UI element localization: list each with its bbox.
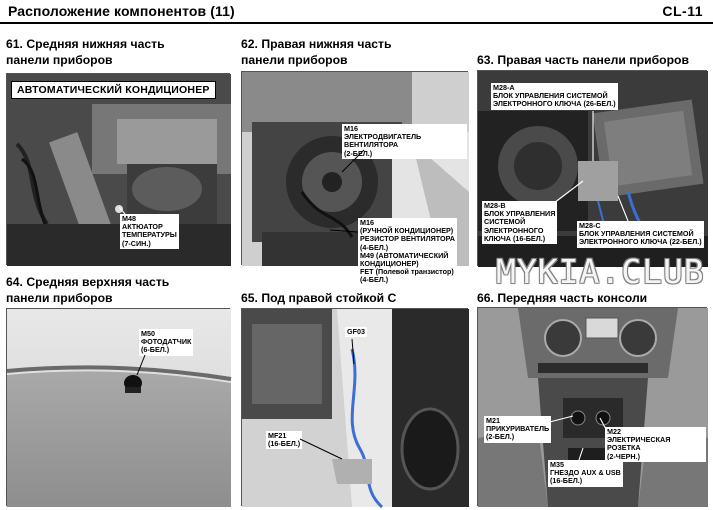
panel-65-photo: GF03 MF21 (16-БЕЛ.) xyxy=(241,308,469,509)
callout-m21: M21 ПРИКУРИВАТЕЛЬ (2-БЕЛ.) xyxy=(484,416,552,443)
callout-m28c: M28-C БЛОК УПРАВЛЕНИЯ СИСТЕМОЙ ЭЛЕКТРОНН… xyxy=(577,221,704,248)
callout-m16-motor: M16 ЭЛЕКТРОДВИГАТЕЛЬ ВЕНТИЛЯТОРА (2-БЕЛ.… xyxy=(342,124,467,159)
page-code: CL-11 xyxy=(662,3,703,19)
callout-m50: M50 ФОТОДАТЧИК (6-БЕЛ.) xyxy=(139,329,194,356)
page-title: Расположение компонентов (11) xyxy=(8,3,235,19)
panel-66-title: 66. Передняя часть консоли xyxy=(477,291,648,305)
panel-66-photo: M21 ПРИКУРИВАТЕЛЬ (2-БЕЛ.) M22 ЭЛЕКТРИЧЕ… xyxy=(477,307,708,507)
callout-m16-resistor: M16 (РУЧНОЙ КОНДИЦИОНЕР) РЕЗИСТОР ВЕНТИЛ… xyxy=(358,218,457,286)
panel-63: 63. Правая часть панели приборов M28-A Б… xyxy=(477,36,708,268)
callout-m48: M48 АКТЮАТОР ТЕМПЕРАТУРЫ (7-СИН.) xyxy=(120,214,179,249)
callout-gf03: GF03 xyxy=(345,327,367,338)
callout-m35: M35 ГНЕЗДО AUX & USB (16-БЕЛ.) xyxy=(548,460,623,487)
watermark-text: MYKIA.CLUB xyxy=(496,252,705,291)
page-header: Расположение компонентов (11) CL-11 xyxy=(0,0,713,24)
callout-m28a: M28-A БЛОК УПРАВЛЕНИЯ СИСТЕМОЙ ЭЛЕКТРОНН… xyxy=(491,83,618,110)
callout-m28b: M28-B БЛОК УПРАВЛЕНИЯ СИСТЕМОЙ ЭЛЕКТРОНН… xyxy=(482,201,558,245)
panel-61-photo: АВТОМАТИЧЕСКИЙ КОНДИЦИОНЕР M48 АКТЮАТОР … xyxy=(6,73,231,266)
panel-63-photo: M28-A БЛОК УПРАВЛЕНИЯ СИСТЕМОЙ ЭЛЕКТРОНН… xyxy=(477,70,708,268)
panel-62: 62. Правая нижняя часть панели приборов … xyxy=(241,36,469,286)
panel-65-title: 65. Под правой стойкой С xyxy=(241,291,397,305)
panel-62-title-line2: панели приборов xyxy=(241,53,348,67)
panel-64-title-line2: панели приборов xyxy=(6,291,113,305)
panel-61-badge: АВТОМАТИЧЕСКИЙ КОНДИЦИОНЕР xyxy=(11,81,216,99)
panel-61: 61. Средняя нижняя часть панели приборов… xyxy=(6,36,231,266)
panel-61-photo-drawing xyxy=(7,74,231,266)
panel-63-title: 63. Правая часть панели приборов xyxy=(477,53,689,67)
panel-66: 66. Передняя часть консоли M21 ПРИКУРИВА… xyxy=(477,290,708,507)
panel-64-title: 64. Средняя верхняя часть xyxy=(6,275,170,289)
panel-64: 64. Средняя верхняя часть панели приборо… xyxy=(6,274,232,507)
panel-64-photo-drawing xyxy=(6,309,232,507)
callout-mf21: MF21 (16-БЕЛ.) xyxy=(266,431,303,450)
panel-61-title: 61. Средняя нижняя часть xyxy=(6,37,165,51)
panel-65: 65. Под правой стойкой С GF03 MF21 (16-Б… xyxy=(241,290,469,509)
panel-62-title: 62. Правая нижняя часть xyxy=(241,37,392,51)
panel-62-photo: M16 ЭЛЕКТРОДВИГАТЕЛЬ ВЕНТИЛЯТОРА (2-БЕЛ.… xyxy=(241,71,469,286)
panel-64-photo: M50 ФОТОДАТЧИК (6-БЕЛ.) xyxy=(6,308,232,507)
panel-65-photo-drawing xyxy=(242,309,469,509)
callout-m22: M22 ЭЛЕКТРИЧЕСКАЯ РОЗЕТКА (2-ЧЕРН.) xyxy=(605,427,706,462)
panel-61-title-line2: панели приборов xyxy=(6,53,113,67)
